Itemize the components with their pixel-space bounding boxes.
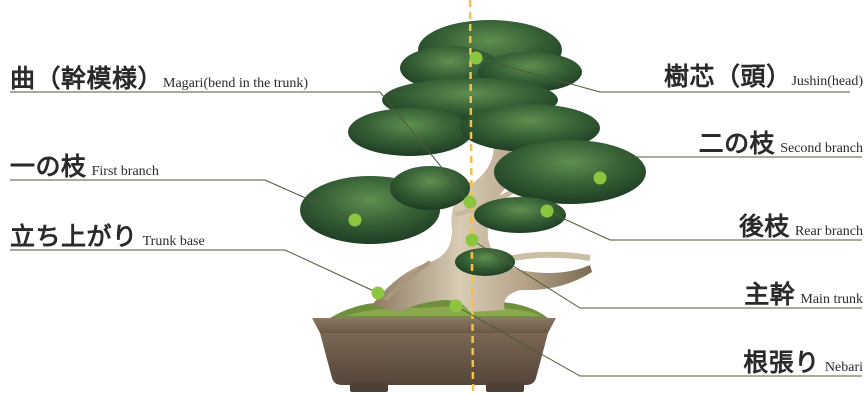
bonsai-pot xyxy=(312,318,556,392)
label-rear-branch: 後枝 Rear branch xyxy=(739,214,863,239)
marker-dot-nebari xyxy=(450,300,463,313)
label-jushin: 樹芯（頭）Jushin(head) xyxy=(664,64,863,89)
label-nebari-en: Nebari xyxy=(825,360,863,375)
label-trunk-base: 立ち上がり Trunk base xyxy=(10,224,205,249)
label-trunk-base-en: Trunk base xyxy=(143,234,205,249)
marker-dot-magari xyxy=(464,196,477,209)
label-second-branch-jp: 二の枝 xyxy=(699,129,776,158)
label-main-trunk-en: Main trunk xyxy=(800,292,863,307)
marker-dot-rear-branch xyxy=(541,205,554,218)
moss-soil xyxy=(330,299,548,318)
marker-dot-main-trunk xyxy=(466,234,479,247)
label-rear-branch-en: Rear branch xyxy=(795,224,863,239)
label-nebari-jp: 根張り xyxy=(743,348,820,377)
label-second-branch-en: Second branch xyxy=(780,141,863,156)
label-first-branch: 一の枝 First branch xyxy=(10,154,159,179)
label-jushin-en: Jushin(head) xyxy=(791,74,863,89)
label-jushin-jp: 樹芯（頭） xyxy=(664,62,792,91)
leader-line-trunk-base xyxy=(10,250,378,293)
label-magari-jp: 曲（幹模様） xyxy=(10,64,163,93)
label-trunk-base-jp: 立ち上がり xyxy=(10,222,138,251)
label-main-trunk-jp: 主幹 xyxy=(744,280,795,309)
label-first-branch-jp: 一の枝 xyxy=(10,152,87,181)
label-magari: 曲（幹模様）Magari(bend in the trunk) xyxy=(10,66,308,91)
label-magari-en: Magari(bend in the trunk) xyxy=(163,76,308,91)
label-main-trunk: 主幹 Main trunk xyxy=(744,282,863,307)
marker-dot-jushin xyxy=(470,52,483,65)
marker-dot-trunk-base xyxy=(372,287,385,300)
marker-dot-first-branch xyxy=(349,214,362,227)
label-rear-branch-jp: 後枝 xyxy=(739,212,790,241)
label-second-branch: 二の枝 Second branch xyxy=(699,131,863,156)
marker-dot-second-branch xyxy=(594,172,607,185)
label-first-branch-en: First branch xyxy=(92,164,159,179)
label-nebari: 根張り Nebari xyxy=(743,350,863,375)
